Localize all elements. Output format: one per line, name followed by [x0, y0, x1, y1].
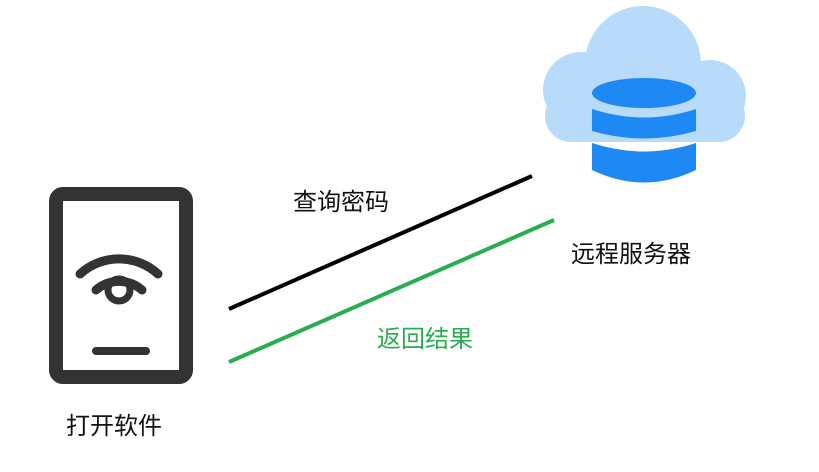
wifi-arc-inner [91, 276, 147, 295]
tablet-wifi-icon [49, 187, 193, 384]
wifi-arc-outer [75, 254, 163, 279]
remote-server-label: 远程服务器 [571, 240, 691, 268]
cloud-database-icon [543, 6, 746, 183]
tablet-frame [49, 187, 193, 384]
request-line [228, 174, 533, 311]
response-line [228, 218, 555, 364]
return-result-label: 返回结果 [377, 325, 473, 353]
wifi-dot [104, 275, 134, 305]
open-software-label: 打开软件 [66, 412, 162, 440]
database-stack [592, 78, 696, 183]
query-password-label: 查询密码 [293, 188, 389, 216]
